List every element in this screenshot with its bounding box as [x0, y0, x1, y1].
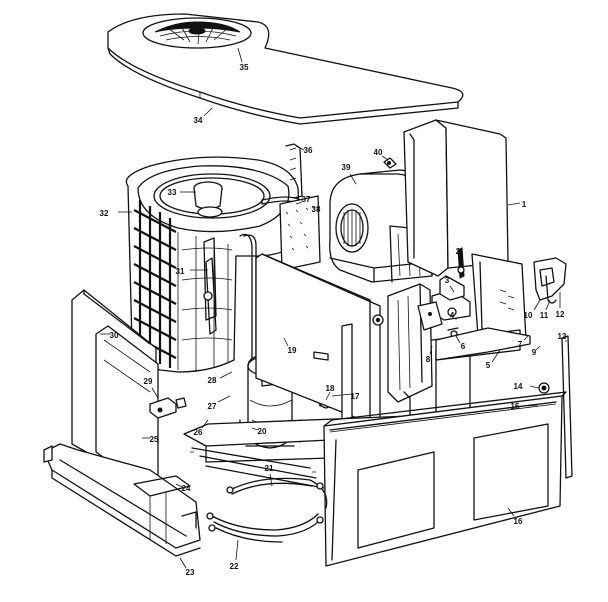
callout-leader-28	[219, 371, 233, 379]
terminal-plate	[457, 247, 465, 279]
callout-40: 40	[374, 148, 383, 157]
callout-39: 39	[342, 163, 351, 172]
callout-leader-6	[455, 335, 461, 344]
callout-leader-7	[523, 335, 529, 341]
callout-22: 22	[230, 562, 239, 571]
callout-leader-27	[217, 395, 231, 403]
callout-38: 38	[312, 205, 321, 214]
callout-leader-9	[535, 345, 541, 351]
callout-leader-39	[349, 173, 357, 185]
callout-27: 27	[208, 402, 217, 411]
left-side-panel	[71, 289, 159, 489]
callout-leader-15	[527, 404, 539, 407]
callout-3: 3	[445, 276, 450, 285]
callout-4: 4	[450, 311, 455, 320]
insulation-panel	[279, 195, 321, 271]
callout-18: 18	[326, 384, 335, 393]
callout-leader-22	[235, 539, 239, 561]
callout-leader-36	[295, 145, 305, 151]
wiring-harness	[206, 477, 328, 543]
callout-7: 7	[518, 340, 523, 349]
callout-23: 23	[186, 568, 195, 577]
callout-leader-1	[507, 202, 521, 206]
callout-19: 19	[288, 346, 297, 355]
panel-bracket-5	[435, 327, 531, 361]
callout-21: 21	[265, 464, 274, 473]
callout-28: 28	[208, 376, 217, 385]
callout-17: 17	[351, 392, 360, 401]
callout-leader-19	[283, 337, 289, 347]
callout-leader-26	[201, 419, 209, 429]
callout-10: 10	[524, 311, 533, 320]
callout-37: 37	[302, 195, 311, 204]
pan-rails	[190, 447, 325, 489]
callout-leader-17	[331, 393, 353, 397]
corner-post-13	[561, 335, 573, 479]
callout-leader-11	[545, 299, 551, 311]
callout-20: 20	[258, 427, 267, 436]
callout-25: 25	[150, 435, 159, 444]
callout-32: 32	[100, 209, 109, 218]
callout-35: 35	[240, 63, 249, 72]
callout-24: 24	[182, 484, 191, 493]
refrigerant-tubing	[203, 233, 259, 379]
callout-11: 11	[540, 311, 549, 320]
callout-leader-14	[529, 385, 539, 389]
condenser-coil	[125, 156, 301, 373]
fan-guard-grille	[142, 17, 252, 49]
bracket-10	[533, 257, 567, 304]
callout-leader-16	[507, 507, 515, 517]
front-access-panel	[323, 391, 567, 567]
callout-leader-18	[325, 391, 331, 401]
callout-leader-23	[179, 557, 187, 569]
control-bracket	[431, 275, 471, 338]
base-rail	[43, 443, 201, 557]
callout-9: 9	[532, 348, 537, 357]
callout-leader-20	[251, 427, 259, 431]
base-tray	[133, 475, 191, 544]
callout-26: 26	[194, 428, 203, 437]
callout-14: 14	[514, 382, 523, 391]
callout-5: 5	[486, 361, 491, 370]
bracket-piece	[417, 301, 443, 331]
callout-15: 15	[511, 402, 520, 411]
valve-assembly	[149, 397, 187, 419]
callout-leader-37	[295, 201, 303, 205]
callout-leader-5	[491, 349, 501, 363]
inner-partition	[255, 253, 384, 425]
callout-30: 30	[110, 331, 119, 340]
callout-34: 34	[194, 116, 203, 125]
callout-leader-29	[151, 387, 159, 399]
corner-panel	[403, 119, 509, 277]
control-box-partition	[387, 283, 433, 403]
callout-leader-40	[381, 155, 389, 161]
callout-leader-34	[203, 107, 213, 117]
callout-leader-3	[449, 285, 455, 293]
callout-6: 6	[461, 342, 466, 351]
fan-motor	[193, 181, 223, 218]
callout-leader-21	[269, 473, 273, 487]
callout-8: 8	[426, 355, 431, 364]
fitting-14	[538, 382, 550, 394]
callout-13: 13	[558, 332, 567, 341]
callout-leader-35	[237, 47, 243, 63]
callout-29: 29	[144, 377, 153, 386]
callout-leader-8	[429, 345, 433, 355]
callout-leader-10	[533, 299, 541, 311]
callout-1: 1	[522, 200, 527, 209]
callout-12: 12	[556, 310, 565, 319]
relay-component	[383, 157, 397, 169]
callout-leader-24	[175, 483, 183, 488]
callout-16: 16	[514, 517, 523, 526]
callout-2: 2	[456, 247, 461, 256]
callout-31: 31	[176, 267, 185, 276]
callout-33: 33	[168, 188, 177, 197]
callout-leader-38	[311, 205, 315, 209]
access-panel	[471, 253, 527, 341]
callout-36: 36	[304, 146, 313, 155]
